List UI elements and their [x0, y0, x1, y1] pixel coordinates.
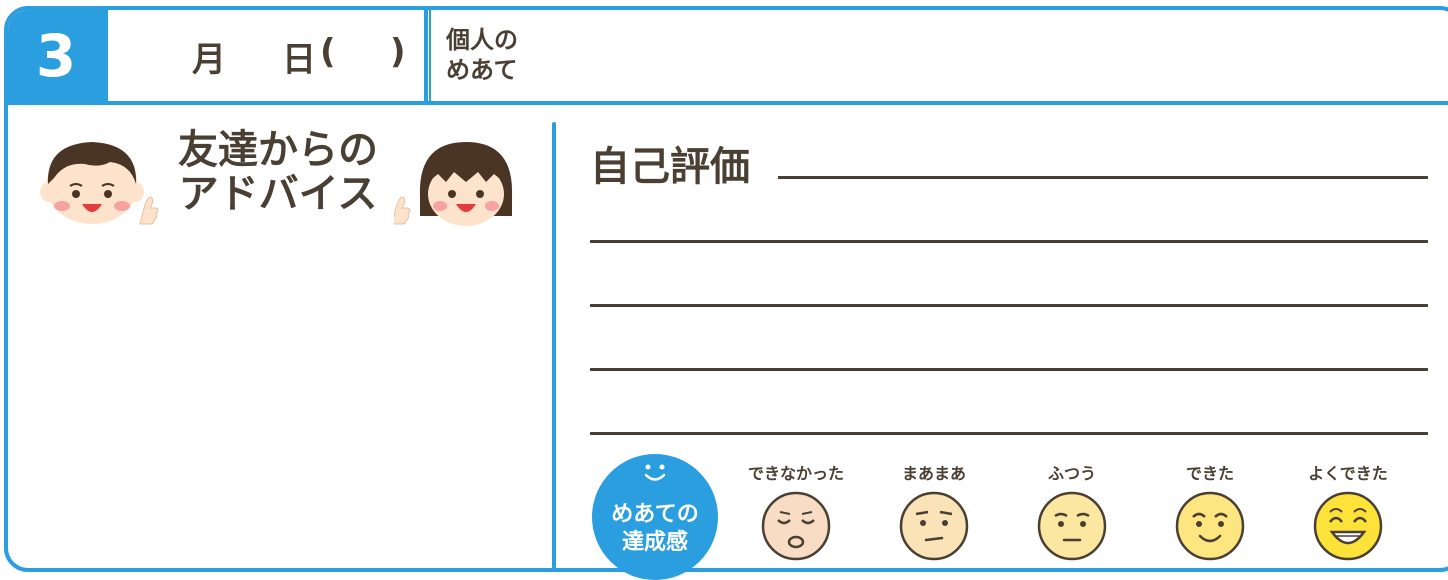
advice-writing-area[interactable] — [28, 240, 528, 560]
month-label: 月 — [192, 40, 226, 80]
personal-goal-label: 個人の めあて — [446, 25, 518, 85]
writing-line-5[interactable] — [590, 432, 1428, 435]
advice-title-line1: 友達からの — [178, 127, 378, 173]
writing-line-2[interactable] — [590, 240, 1428, 243]
advice-title: 友達からの アドバイス — [168, 128, 388, 216]
weekday-open-paren: ( — [320, 32, 336, 72]
writing-line-1[interactable] — [778, 176, 1428, 179]
badge-smile-icon — [644, 464, 666, 481]
lesson-number: 3 — [35, 21, 77, 90]
rating-label: よくできた — [1308, 464, 1388, 483]
worried-face-icon — [899, 491, 969, 561]
rating-done[interactable]: できた — [1150, 460, 1270, 566]
self-eval-title: 自己評価 — [590, 144, 750, 190]
date-field[interactable]: 月 日 ( ) — [104, 10, 424, 101]
lesson-number-badge: 3 — [8, 10, 104, 101]
worksheet-card: 3 月 日 ( ) 個人の めあて — [4, 6, 1448, 580]
rating-soso[interactable]: まあまあ — [874, 460, 994, 566]
girl-face-icon — [394, 142, 513, 226]
section-divider — [552, 122, 556, 569]
header-divider-2 — [424, 10, 428, 101]
badge-line1: めあての — [611, 502, 699, 527]
header-divider-2b — [429, 10, 431, 101]
rating-normal[interactable]: ふつう — [1012, 460, 1132, 566]
goal-label-line1: 個人の — [446, 26, 518, 54]
achievement-badge: めあての 達成感 — [592, 454, 718, 580]
goal-label-line2: めあて — [446, 56, 518, 84]
smile-face-icon — [1175, 491, 1245, 561]
neutral-face-icon — [1037, 491, 1107, 561]
header-row: 3 月 日 ( ) 個人の めあて — [8, 10, 1448, 101]
rating-label: できた — [1185, 464, 1234, 483]
header-bottom-line — [8, 101, 1448, 105]
personal-goal-field[interactable] — [538, 10, 1448, 101]
advice-title-line2: アドバイス — [178, 171, 378, 217]
rating-great[interactable]: よくできた — [1288, 460, 1408, 566]
rating-label: できなかった — [747, 464, 844, 483]
writing-line-3[interactable] — [590, 304, 1428, 307]
header-divider-1 — [104, 10, 108, 101]
rating-label: ふつう — [1047, 464, 1096, 483]
day-label: 日 — [282, 40, 316, 80]
weekday-close-paren: ) — [390, 32, 406, 72]
writing-line-4[interactable] — [590, 368, 1428, 371]
boy-face-icon — [40, 142, 159, 225]
badge-line2: 達成感 — [621, 530, 688, 555]
sad-face-icon — [761, 491, 831, 561]
rating-cannot[interactable]: できなかった — [736, 460, 856, 566]
rating-label: まあまあ — [901, 464, 966, 483]
grin-face-icon — [1313, 491, 1383, 561]
